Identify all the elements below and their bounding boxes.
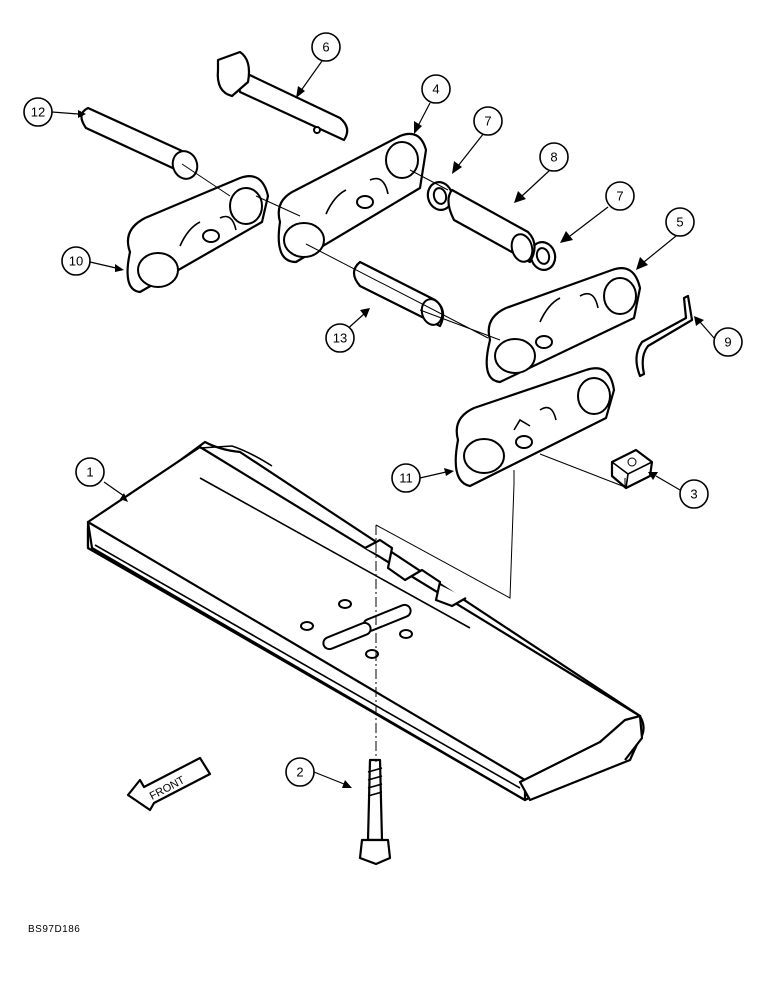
spring-pin-9 [635, 294, 694, 378]
callout-6: 6 [311, 32, 341, 62]
link-10 [126, 175, 270, 294]
callout-7-right: 7 [605, 181, 635, 211]
callout-13: 13 [325, 323, 355, 353]
callout-4: 4 [421, 74, 451, 104]
svg-text:11: 11 [399, 471, 413, 486]
callout-2: 2 [285, 757, 315, 787]
alignment-lines [181, 163, 626, 762]
callout-12: 12 [23, 97, 53, 127]
svg-text:2: 2 [296, 765, 303, 780]
svg-text:6: 6 [322, 40, 329, 55]
leader-lines [51, 60, 715, 788]
svg-text:7: 7 [484, 114, 491, 129]
callout-5: 5 [665, 207, 695, 237]
track-shoe [86, 440, 645, 802]
link-11 [454, 367, 616, 488]
svg-text:4: 4 [432, 82, 439, 97]
nut-3 [610, 448, 654, 490]
bushing-8 [447, 188, 536, 264]
callout-10: 10 [61, 246, 91, 276]
svg-text:10: 10 [69, 254, 83, 269]
callout-3: 3 [679, 479, 709, 509]
callout-7-left: 7 [473, 106, 503, 136]
svg-text:13: 13 [333, 331, 347, 346]
bushing-13 [352, 260, 445, 328]
pin-12 [80, 106, 199, 180]
callout-11: 11 [391, 463, 421, 493]
pin-6 [216, 50, 349, 142]
callout-9: 9 [713, 327, 743, 357]
callout-1: 1 [75, 457, 105, 487]
svg-text:7: 7 [616, 189, 623, 204]
svg-text:12: 12 [31, 105, 45, 120]
svg-text:9: 9 [724, 335, 731, 350]
svg-text:8: 8 [550, 150, 557, 165]
seal-ring-7-right [529, 241, 557, 271]
svg-text:5: 5 [676, 215, 683, 230]
svg-text:3: 3 [690, 487, 697, 502]
link-4 [277, 132, 428, 264]
link-5 [485, 267, 642, 384]
figure-code: BS97D186 [28, 924, 81, 935]
bolt-2 [358, 758, 392, 866]
callout-8: 8 [539, 142, 569, 172]
svg-text:1: 1 [86, 465, 93, 480]
front-direction-arrow: FRONT [126, 756, 212, 812]
